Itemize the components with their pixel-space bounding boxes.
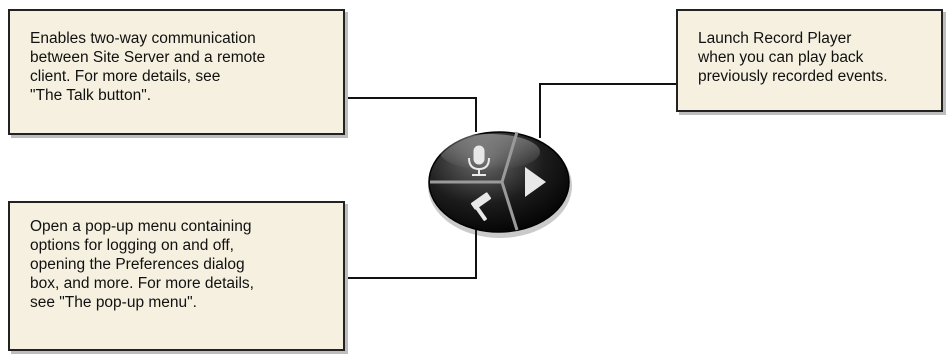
popup-menu-callout: Open a pop-up menu containing options fo… <box>8 201 345 351</box>
record-player-button[interactable] <box>525 167 546 197</box>
hammer-icon <box>470 192 492 221</box>
play-callout-text: Launch Record Player when you can play b… <box>698 30 888 85</box>
menu-callout-text: Open a pop-up menu containing options fo… <box>30 218 254 311</box>
talk-callout-text: Enables two-way communication between Si… <box>30 30 266 104</box>
record-player-callout: Launch Record Player when you can play b… <box>676 9 943 112</box>
play-connector <box>539 83 676 138</box>
talk-button[interactable] <box>468 145 490 176</box>
talk-button-callout: Enables two-way communication between Si… <box>8 9 345 135</box>
popup-menu-button[interactable] <box>470 192 492 221</box>
microphone-icon <box>468 145 490 176</box>
talk-connector <box>345 97 477 132</box>
play-icon <box>525 167 546 197</box>
menu-connector <box>345 228 477 279</box>
client-control-widget <box>428 131 572 238</box>
